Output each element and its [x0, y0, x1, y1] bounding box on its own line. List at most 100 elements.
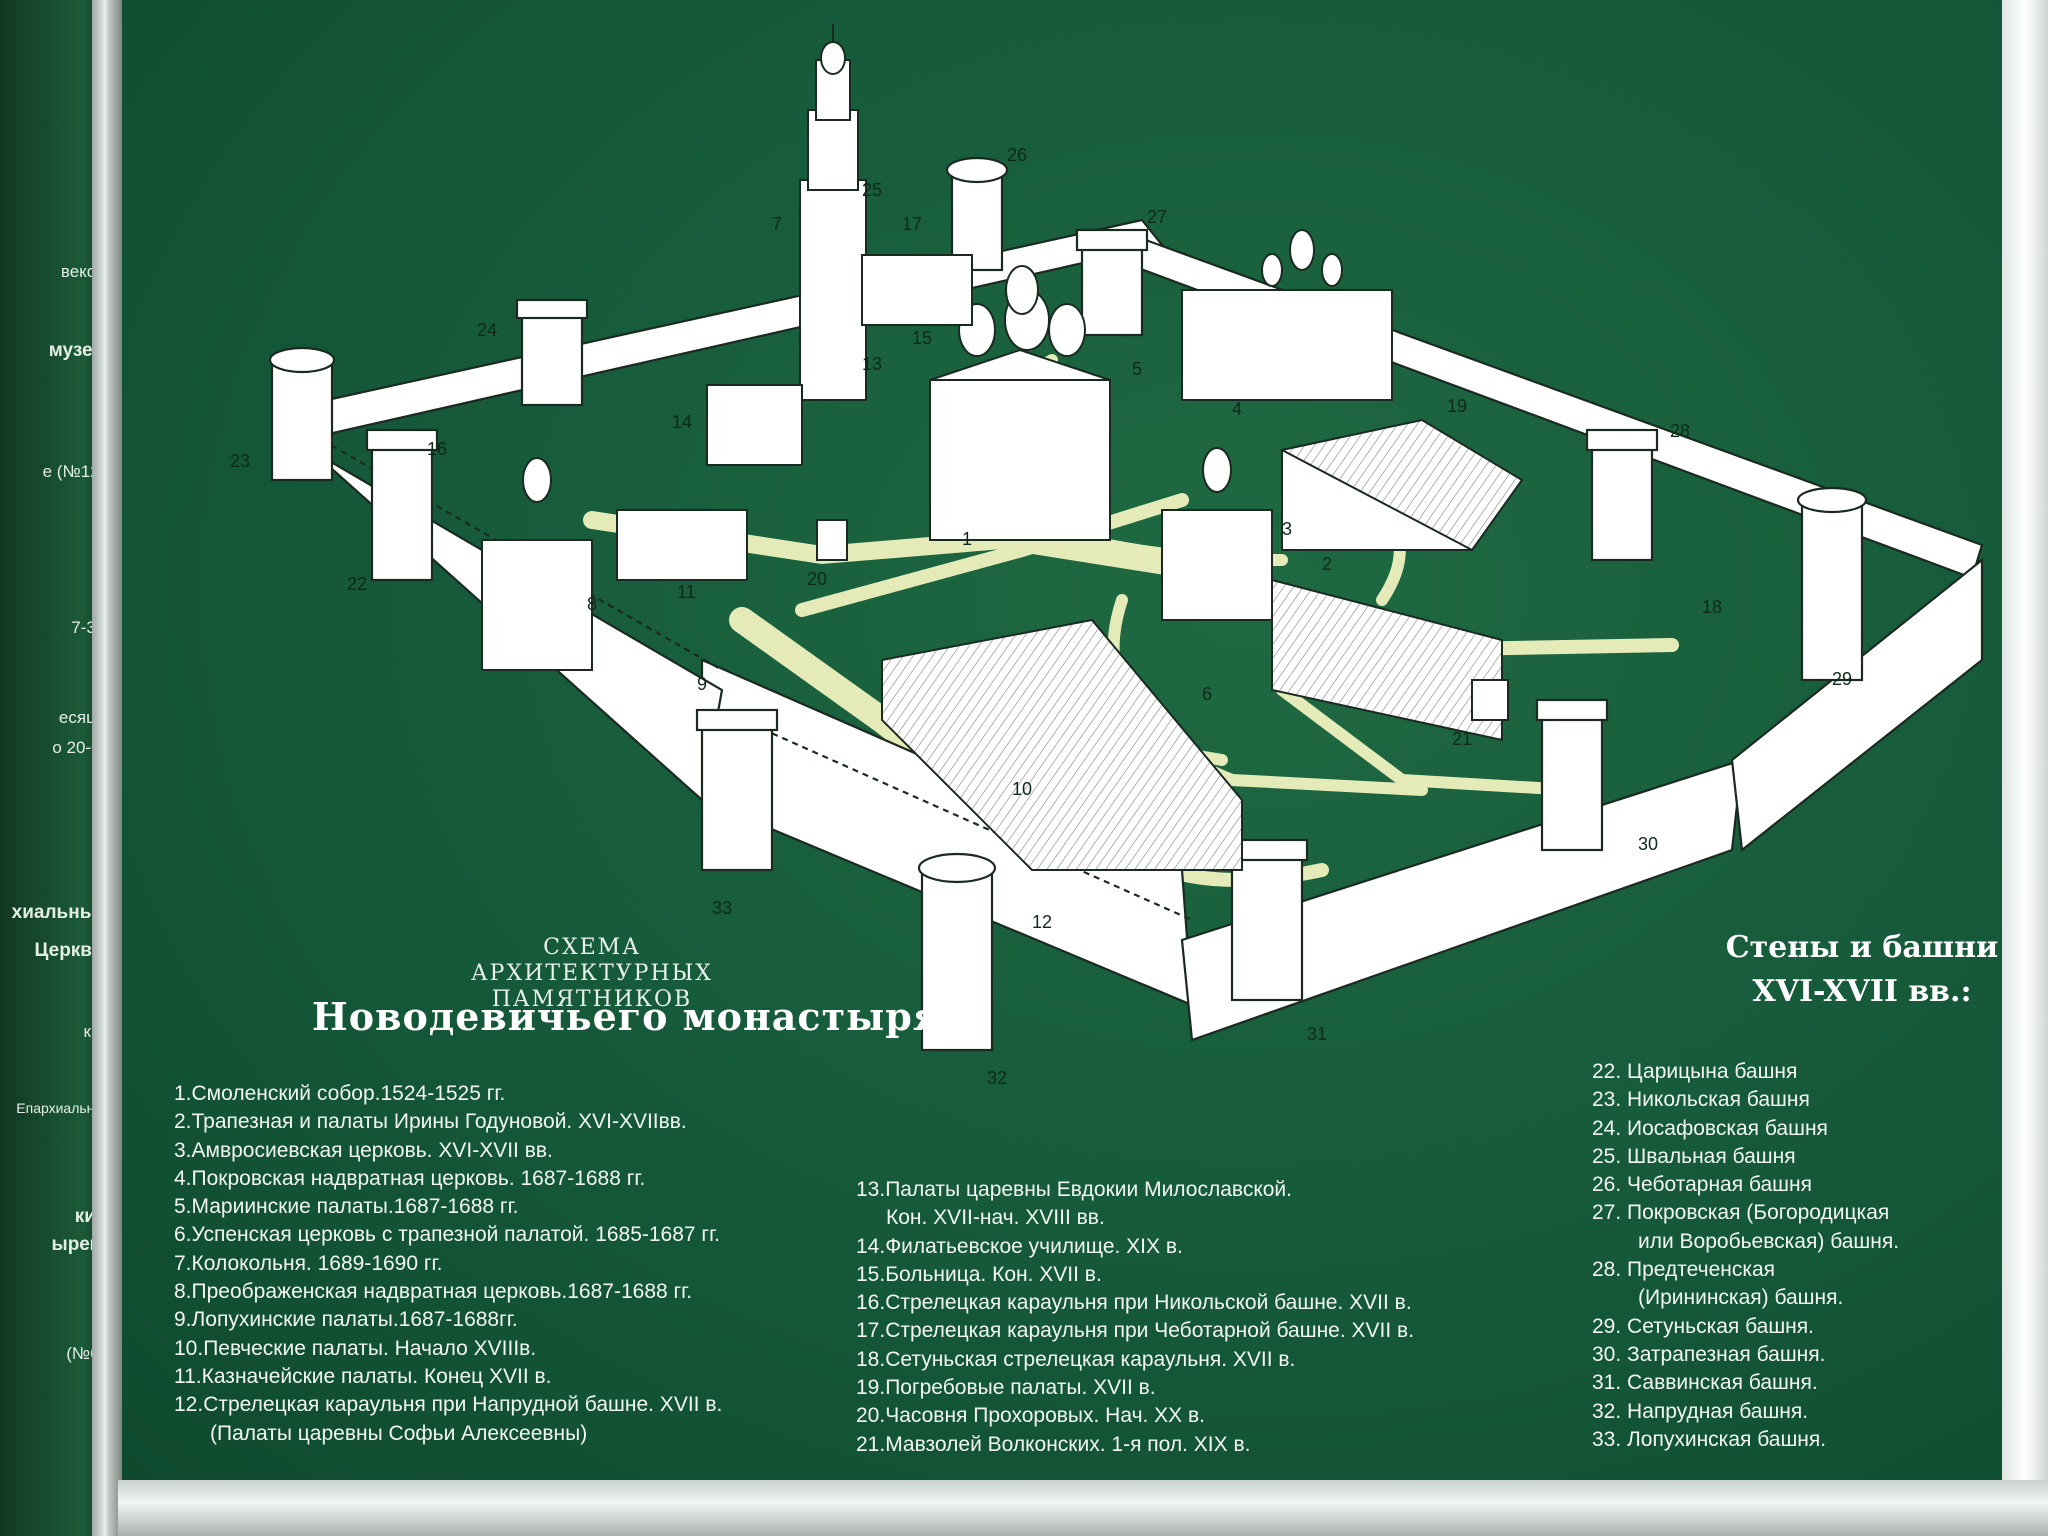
legend-item: 8.Преображенская надвратная церковь.1687…	[174, 1280, 693, 1304]
map-number: 20	[807, 569, 827, 589]
left-fragment: Церкви:	[34, 940, 110, 961]
tower-legend-item: 23. Никольская башня	[1592, 1088, 1810, 1112]
legend-item: 3.Амвросиевская церковь. XVI-XVII вв.	[174, 1138, 553, 1162]
tower-30	[1535, 698, 1609, 852]
map-number: 14	[672, 412, 692, 432]
info-board: 1 2 3 4 5 6 7 8 9 10 11 12 13 14 15 16 1…	[122, 0, 2002, 1480]
map-number: 32	[987, 1068, 1007, 1088]
tower-23	[268, 346, 336, 482]
legend-item: 14.Филатьевское училище. XIX в.	[856, 1234, 1183, 1258]
map-number: 2	[1322, 554, 1332, 574]
walls-towers-heading: Стены и башни XVI-XVII вв.:	[1682, 926, 2042, 1014]
map-number: 4	[1232, 399, 1242, 419]
map-number: 25	[862, 180, 882, 200]
hospital-15	[861, 254, 973, 326]
tower-27	[1075, 228, 1149, 337]
map-number: 12	[1032, 912, 1052, 932]
map-title: Новодевичьего монастыря.	[311, 994, 957, 1039]
tower-legend-item: 25. Швальная башня	[1592, 1144, 1796, 1168]
title-line-2: архитектурных памятников	[471, 961, 713, 1012]
map-number: 1	[962, 529, 972, 549]
map-number: 11	[677, 582, 696, 602]
map-number: 33	[712, 898, 732, 918]
legend-item: 21.Мавзолей Волконских. 1-я пол. XIX в.	[856, 1432, 1251, 1456]
board-frame-right	[2002, 0, 2048, 1536]
legend-item: 20.Часовня Прохоровых. Нач. XX в.	[856, 1404, 1206, 1428]
monastery-buildings	[481, 24, 1524, 871]
treasury-11	[616, 509, 748, 581]
mariinsky-chambers-5	[1181, 229, 1393, 401]
map-number: 21	[1452, 729, 1472, 749]
legend-item: 19.Погребовые палаты. XVII в.	[856, 1376, 1156, 1400]
map-title-subtitle: схема архитектурных памятников	[372, 935, 812, 1013]
title-line-1: схема	[543, 935, 641, 960]
legend-item: 6.Успенская церковь с трапезной палатой.…	[174, 1223, 721, 1247]
tower-29	[1796, 486, 1868, 682]
map-number: 19	[1447, 396, 1467, 416]
map-number: 24	[477, 320, 497, 340]
legend-item: 16.Стрелецкая караульня при Никольской б…	[856, 1291, 1412, 1315]
map-number: 9	[697, 674, 707, 694]
tower-legend-item: 24. Иосафовская башня	[1592, 1116, 1828, 1140]
preobrazhenskaya-church-8	[481, 457, 593, 671]
map-number: 28	[1670, 421, 1690, 441]
uspenskaya-church-6	[1161, 447, 1503, 742]
tower-26	[945, 156, 1009, 272]
legend-buildings-1-12: 1.Смоленский собор.1524-1525 гг. 2.Трапе…	[174, 1080, 722, 1448]
legend-item: (Палаты царевны Софьи Алексеевны)	[210, 1421, 588, 1445]
map-number: 8	[587, 594, 597, 614]
legend-item: 5.Мариинские палаты.1687-1688 гг.	[174, 1195, 519, 1219]
tower-legend-item: 33. Лопухинская башня.	[1592, 1427, 1827, 1451]
map-number: 31	[1307, 1024, 1327, 1044]
map-number: 26	[1007, 145, 1027, 165]
monastery-map: 1 2 3 4 5 6 7 8 9 10 11 12 13 14 15 16 1…	[230, 24, 1984, 1088]
board-frame-bottom	[118, 1480, 2048, 1536]
legend-item: Кон. XVII-нач. XVIII вв.	[886, 1206, 1105, 1230]
tower-legend-item: 27. Покровская (Богородицкая	[1592, 1201, 1890, 1225]
tower-legend-item: 30. Затрапезная башня.	[1592, 1342, 1826, 1366]
map-number: 10	[1012, 779, 1032, 799]
tower-legend-item: 22. Царицына башня	[1592, 1060, 1798, 1083]
tower-legend-item: 31. Саввинская башня.	[1592, 1371, 1818, 1395]
map-number: 5	[1132, 359, 1142, 379]
legend-item: 10.Певческие палаты. Начало XVIIIв.	[174, 1336, 537, 1360]
tower-legend-item: 26. Чеботарная башня	[1592, 1173, 1812, 1197]
map-number: 6	[1202, 684, 1212, 704]
legend-item: 13.Палаты царевны Евдокии Милославской.	[856, 1178, 1292, 1201]
legend-item: 18.Сетуньская стрелецкая караульня. XVII…	[856, 1347, 1296, 1371]
tower-legend-item: 29. Сетуньская башня.	[1592, 1314, 1814, 1338]
mausoleum-21	[1471, 679, 1509, 721]
map-number: 30	[1638, 834, 1658, 854]
map-number: 29	[1832, 669, 1852, 689]
legend-item: 12.Стрелецкая караульня при Напрудной ба…	[174, 1393, 723, 1417]
map-number: 15	[912, 328, 932, 348]
map-number: 22	[347, 574, 367, 594]
legend-item: 1.Смоленский собор.1524-1525 гг.	[174, 1082, 506, 1105]
legend-item: 9.Лопухинские палаты.1687-1688гг.	[174, 1308, 518, 1332]
legend-item: 15.Больница. Кон. XVII в.	[856, 1262, 1102, 1286]
map-number: 18	[1702, 597, 1722, 617]
tower-legend-item: (Ирининская) башня.	[1638, 1286, 1844, 1310]
tower-32	[917, 852, 997, 1052]
map-number: 7	[772, 214, 782, 234]
tower-legend-item: 28. Предтеченская	[1592, 1258, 1776, 1282]
tower-28	[1585, 428, 1659, 562]
map-number: 27	[1147, 207, 1167, 227]
tower-legend-item: или Воробьевская) башня.	[1638, 1229, 1900, 1253]
legend-item: 11.Казначейские палаты. Конец XVII в.	[174, 1364, 552, 1388]
tower-31	[1225, 838, 1309, 1002]
choir-chambers-10	[881, 618, 1243, 871]
map-labels: 1 2 3 4 5 6 7 8 9 10 11 12 13 14 15 16 1…	[230, 145, 1852, 1088]
legend-towers-22-33: 22. Царицына башня 23. Никольская башня …	[1592, 1058, 1899, 1454]
map-number: 17	[902, 214, 922, 234]
walls-title-line-2: XVI-XVII вв.:	[1752, 974, 1972, 1009]
legend-item: 2.Трапезная и палаты Ирины Годуновой. XV…	[174, 1110, 687, 1134]
legend-buildings-13-21: 13.Палаты царевны Евдокии Милославской. …	[856, 1176, 1414, 1459]
smolensky-cathedral-1	[929, 265, 1111, 541]
legend-item: 4.Покровская надвратная церковь. 1687-16…	[174, 1166, 646, 1190]
tower-legend-item: 32. Напрудная башня.	[1592, 1399, 1809, 1423]
map-number: 16	[427, 439, 447, 459]
left-fragment: хиальным	[11, 902, 110, 923]
bell-tower-7	[799, 24, 867, 401]
wall-towers	[268, 156, 1868, 1052]
